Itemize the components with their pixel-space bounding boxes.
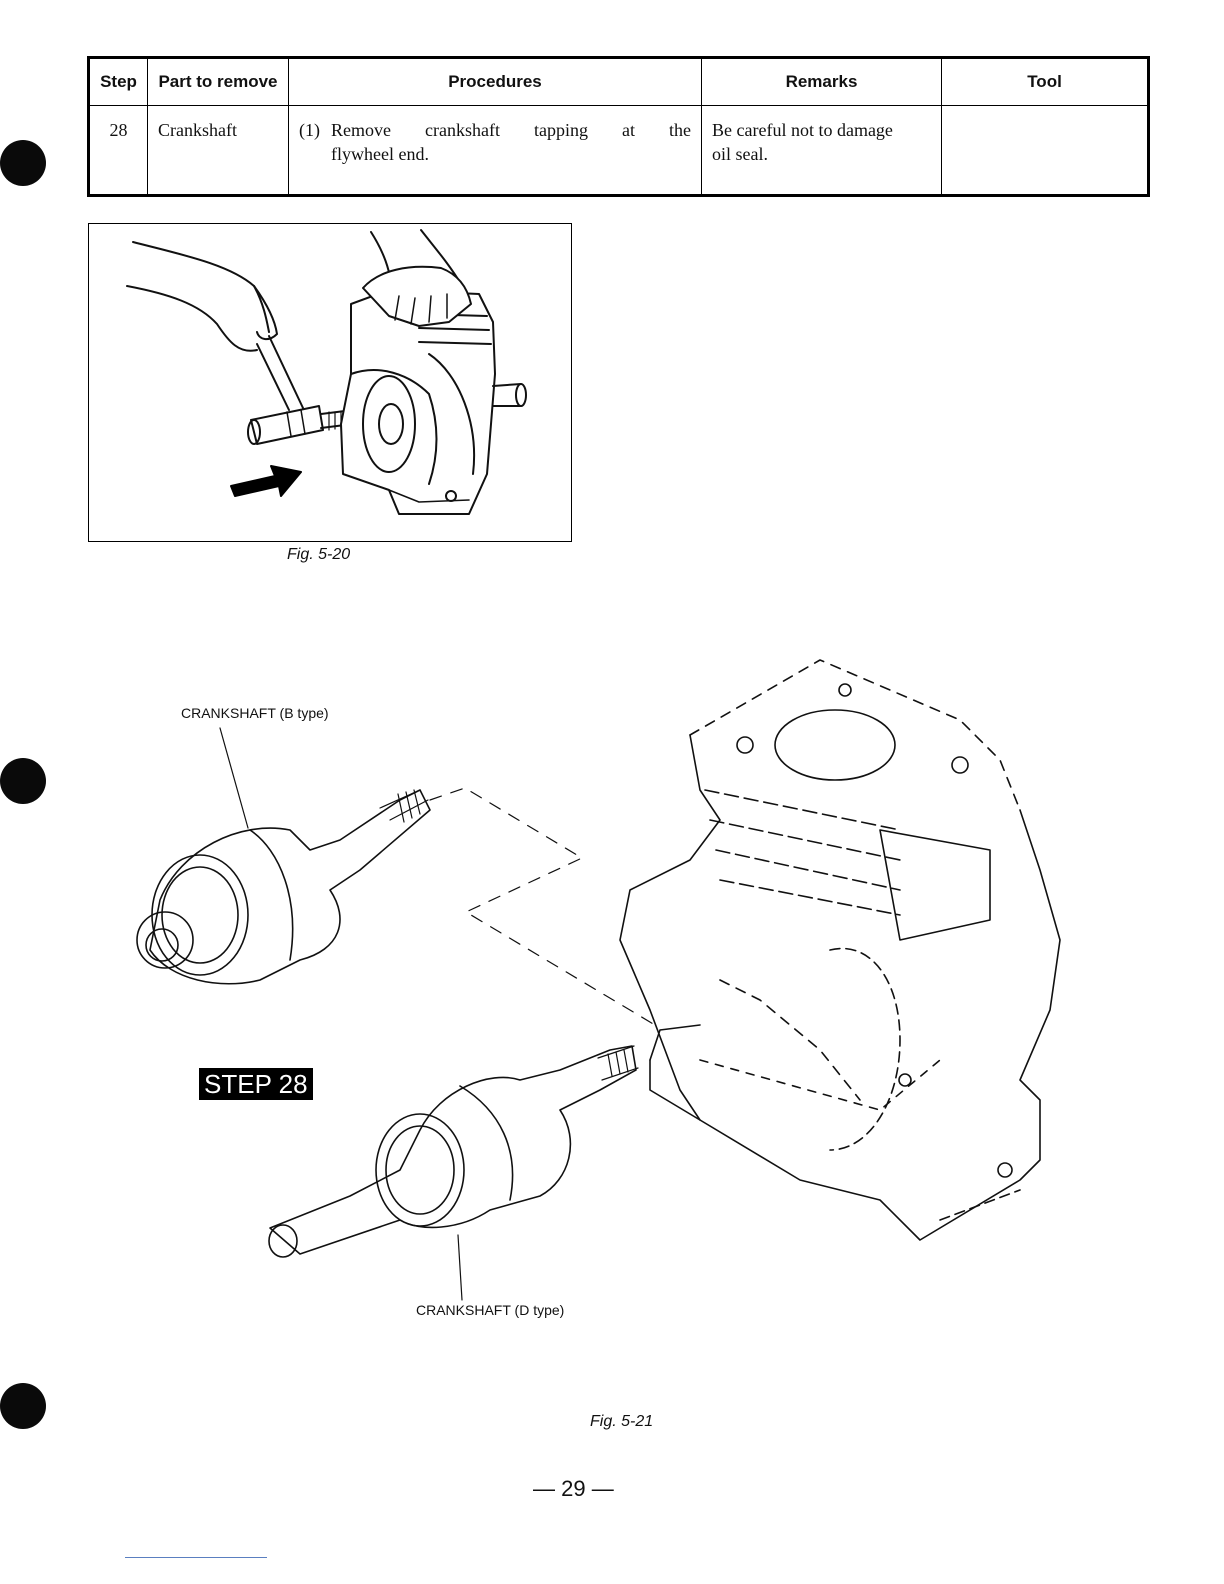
crankshaft-b-type <box>137 790 430 984</box>
procedure-line: flywheel end. <box>299 142 691 166</box>
figure-5-21-caption: Fig. 5-21 <box>590 1413 653 1431</box>
binder-hole <box>0 140 46 186</box>
header-part-to-remove: Part to remove <box>148 58 289 106</box>
crankcase-illustration <box>620 660 1060 1240</box>
crankshaft-d-type-label: CRANKSHAFT (D type) <box>416 1302 564 1318</box>
crankshaft-b-type-label: CRANKSHAFT (B type) <box>181 705 329 721</box>
binder-hole <box>0 1383 46 1429</box>
crankshaft-removal-illustration <box>89 224 571 541</box>
cell-part: Crankshaft <box>148 106 289 196</box>
header-procedures: Procedures <box>289 58 702 106</box>
figure-5-20-frame <box>88 223 572 542</box>
table-row: 28 Crankshaft (1) Remove crankshaft tapp… <box>89 106 1149 196</box>
cell-procedure: (1) Remove crankshaft tapping at the fly… <box>289 106 702 196</box>
procedure-line: Remove crankshaft tapping at the <box>331 118 691 142</box>
procedure-number: (1) <box>299 118 331 142</box>
binder-hole <box>0 758 46 804</box>
header-step: Step <box>89 58 148 106</box>
header-tool: Tool <box>942 58 1149 106</box>
header-remarks: Remarks <box>702 58 942 106</box>
footer-rule <box>125 1557 267 1558</box>
crankshaft-d-type <box>269 1046 638 1257</box>
cell-step: 28 <box>89 106 148 196</box>
page-number: — 29 — <box>533 1476 614 1502</box>
figure-5-20-caption: Fig. 5-20 <box>287 546 350 564</box>
table-header-row: Step Part to remove Procedures Remarks T… <box>89 58 1149 106</box>
cell-remarks: Be careful not to damage oil seal. <box>702 106 942 196</box>
cell-tool <box>942 106 1149 196</box>
remarks-line: Be careful not to damage <box>712 118 931 142</box>
remarks-line: oil seal. <box>712 142 931 166</box>
step-badge: STEP 28 <box>199 1068 313 1100</box>
procedure-table: Step Part to remove Procedures Remarks T… <box>87 56 1150 197</box>
